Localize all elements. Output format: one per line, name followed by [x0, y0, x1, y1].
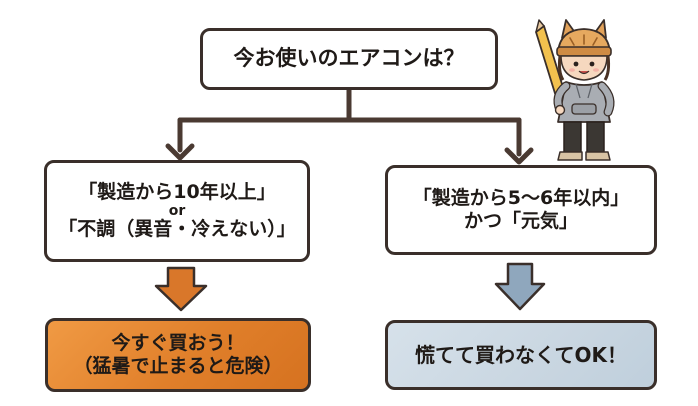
right-result-box: 慌てて買わなくてOK！ — [385, 320, 657, 390]
right-condition-line2: かつ「元気」 — [463, 210, 578, 232]
left-result-box: 今すぐ買おう！ （猛暑で止まると危険） — [45, 318, 311, 392]
left-condition-or: or — [168, 203, 186, 219]
arrowhead-left — [165, 143, 195, 161]
question-text: 今お使いのエアコンは？ — [233, 46, 465, 71]
left-condition-line2: 「不調（異音・冷えない）」 — [58, 218, 296, 240]
down-arrow-right — [494, 262, 546, 311]
character-body — [553, 81, 615, 123]
left-condition-box: 「製造から10年以上」 or 「不調（異音・冷えない）」 — [44, 160, 310, 262]
character-legs — [557, 121, 611, 161]
cat-ear-beanie — [556, 19, 612, 57]
down-arrow-left — [154, 266, 208, 312]
arrowhead-right — [504, 147, 534, 165]
right-condition-line1: 「製造から5〜6年以内」 — [412, 186, 630, 209]
right-result-line1: 慌てて買わなくてOK！ — [415, 342, 627, 367]
left-result-line1: 今すぐ買おう！ — [111, 331, 245, 354]
left-condition-line1: 「製造から10年以上」 — [78, 180, 276, 203]
character-face — [557, 55, 611, 81]
left-result-line2: （猛暑で止まると危険） — [73, 355, 283, 377]
character-illustration — [535, 19, 615, 161]
right-condition-box: 「製造から5〜6年以内」 かつ「元気」 — [385, 165, 657, 255]
question-box: 今お使いのエアコンは？ — [200, 28, 498, 90]
